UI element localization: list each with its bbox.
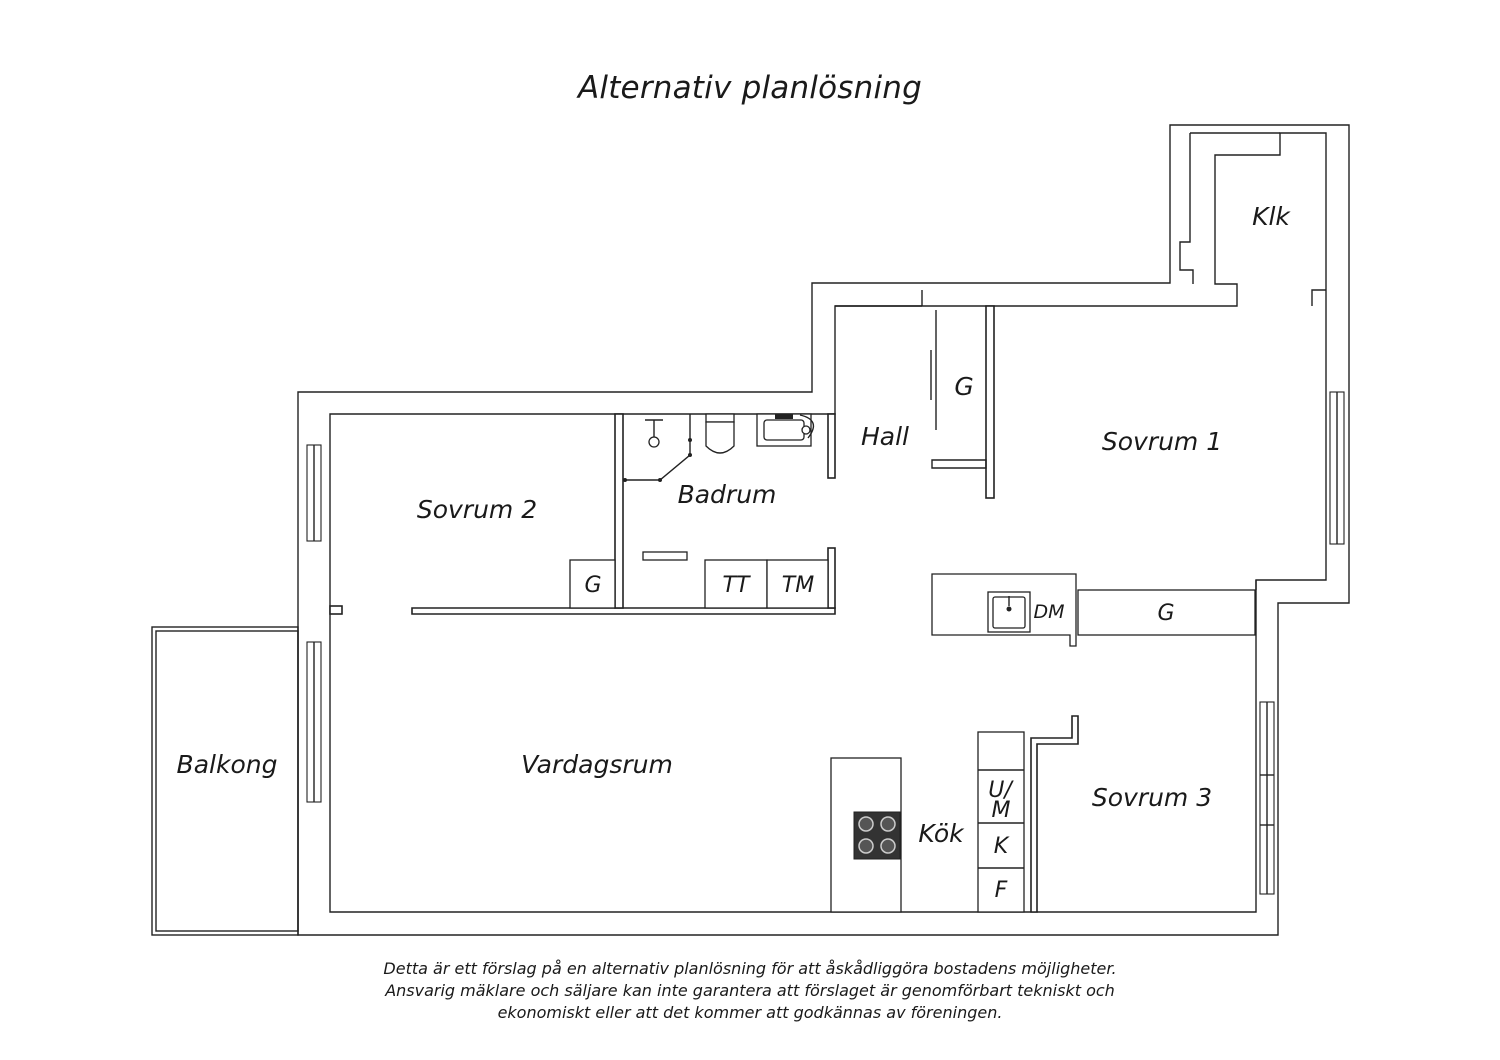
label-vardagsrum: Vardagsrum (521, 750, 673, 779)
label-sovrum-1: Sovrum 1 (1102, 427, 1222, 456)
label-balkong: Balkong (177, 750, 278, 779)
plan-title: Alternativ planlösning (577, 70, 923, 106)
disclaimer-line: Ansvarig mäklare och säljare kan inte ga… (385, 981, 1115, 1000)
label-k: K (994, 834, 1010, 859)
label-um-bottom: M (992, 798, 1011, 823)
outer-walls (297, 124, 1350, 936)
label-um-top: U/ (988, 778, 1014, 803)
label-hall: Hall (861, 422, 909, 451)
disclaimer-line: Detta är ett förslag på en alternativ pl… (383, 959, 1117, 978)
label-dm: DM (1033, 601, 1064, 623)
label-tt: TT (723, 573, 751, 598)
room-labels: Klk Hall G Sovrum 1 Badrum Sovrum 2 G TT… (177, 202, 1292, 903)
label-tm: TM (782, 573, 814, 598)
fixture-boxes (569, 559, 1256, 913)
disclaimer-line: ekonomiskt eller att det kommer att godk… (497, 1003, 1003, 1022)
label-kitchen-storage: G (1157, 601, 1174, 626)
interior-walls (329, 290, 1257, 913)
label-badrum: Badrum (678, 480, 777, 509)
bathroom-fixtures (623, 413, 815, 561)
label-hall-storage: G (954, 372, 973, 401)
label-sovrum-2: Sovrum 2 (417, 495, 537, 524)
label-klk: Klk (1252, 202, 1291, 231)
label-sovrum-3: Sovrum 3 (1092, 783, 1212, 812)
label-kok: Kök (918, 819, 965, 848)
windows (306, 391, 1345, 895)
balcony (151, 626, 299, 936)
label-f: F (995, 878, 1008, 903)
label-sovrum-2-storage: G (584, 573, 601, 598)
disclaimer: Detta är ett förslag på en alternativ pl… (300, 958, 1200, 1024)
